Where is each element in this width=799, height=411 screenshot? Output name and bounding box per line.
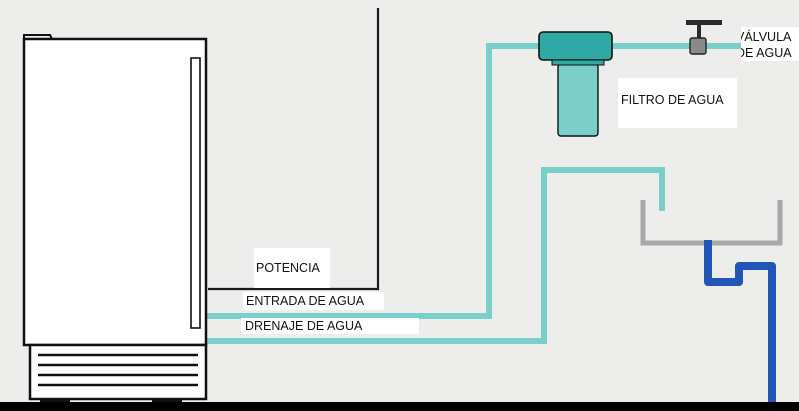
water-filter: [538, 31, 613, 137]
kickplate: [28, 343, 208, 401]
water-filter-label: FILTRO DE AGUA: [618, 78, 737, 128]
ice-maker: [22, 34, 208, 404]
drain-pipe: [205, 167, 665, 344]
water-supply-pipe: [205, 43, 748, 319]
floor: [0, 402, 799, 411]
water-valve-label-line1: VÁLVULA: [741, 30, 792, 44]
water-inlet-label: ENTRADA DE AGUA: [243, 292, 384, 310]
water-drain-label: DRENAJE DE AGUA: [241, 318, 419, 334]
water-valve-label: VÁLVULA DE AGUA: [741, 27, 799, 61]
power-cord: [208, 8, 380, 291]
ice-maker-cabinet: [22, 37, 208, 347]
power-label: POTENCIA: [254, 248, 330, 288]
sink-drain-trap: [704, 240, 776, 411]
filter-head: [538, 31, 613, 61]
water-valve: [686, 20, 722, 55]
door-handle: [190, 57, 201, 329]
valve-body: [689, 37, 707, 55]
water-valve-label-line2: DE AGUA: [741, 45, 792, 60]
filter-cartridge: [557, 63, 599, 137]
